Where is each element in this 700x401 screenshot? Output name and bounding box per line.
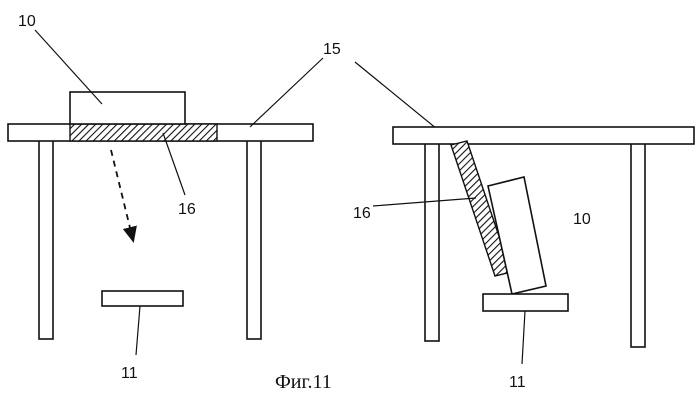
label-table-top: 15 (323, 41, 341, 58)
right-assembly: 16 10 11 (353, 127, 694, 391)
label-left-strip: 16 (178, 201, 196, 218)
left-assembly: 10 16 11 (8, 13, 313, 382)
left-table-leg-left (39, 140, 53, 339)
label-left-box: 10 (18, 13, 36, 30)
motion-arrow (111, 150, 132, 236)
leader-left-box (35, 30, 102, 104)
leader-table-top-left (250, 58, 323, 127)
leader-left-target (136, 306, 140, 355)
label-right-strip: 16 (353, 205, 371, 222)
label-right-box: 10 (573, 211, 591, 228)
table-top-callout: 15 (250, 41, 437, 129)
left-hatched-strip (70, 124, 217, 141)
label-left-target: 11 (121, 365, 138, 382)
leader-right-target (522, 311, 525, 364)
right-table-leg-left (425, 143, 439, 341)
left-box (70, 92, 185, 124)
leader-table-top-right (355, 62, 437, 129)
right-target-plate (483, 294, 568, 311)
right-table-top (393, 127, 694, 144)
figure-caption: Фиг.11 (275, 371, 332, 393)
leader-left-strip (163, 133, 185, 195)
label-right-target: 11 (509, 374, 526, 391)
left-table-leg-right (247, 140, 261, 339)
left-target-plate (102, 291, 183, 306)
right-table-leg-right (631, 143, 645, 347)
